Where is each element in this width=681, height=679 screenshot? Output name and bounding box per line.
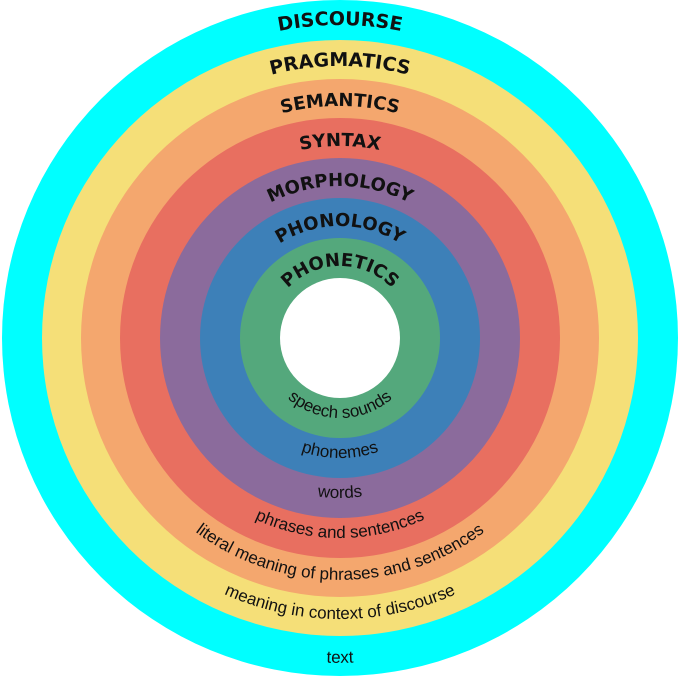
desc-discourse: text: [326, 648, 354, 667]
title-syntax: SYNTAX: [298, 130, 383, 155]
desc-morphology: words: [316, 481, 363, 502]
center-hole: [280, 278, 400, 398]
